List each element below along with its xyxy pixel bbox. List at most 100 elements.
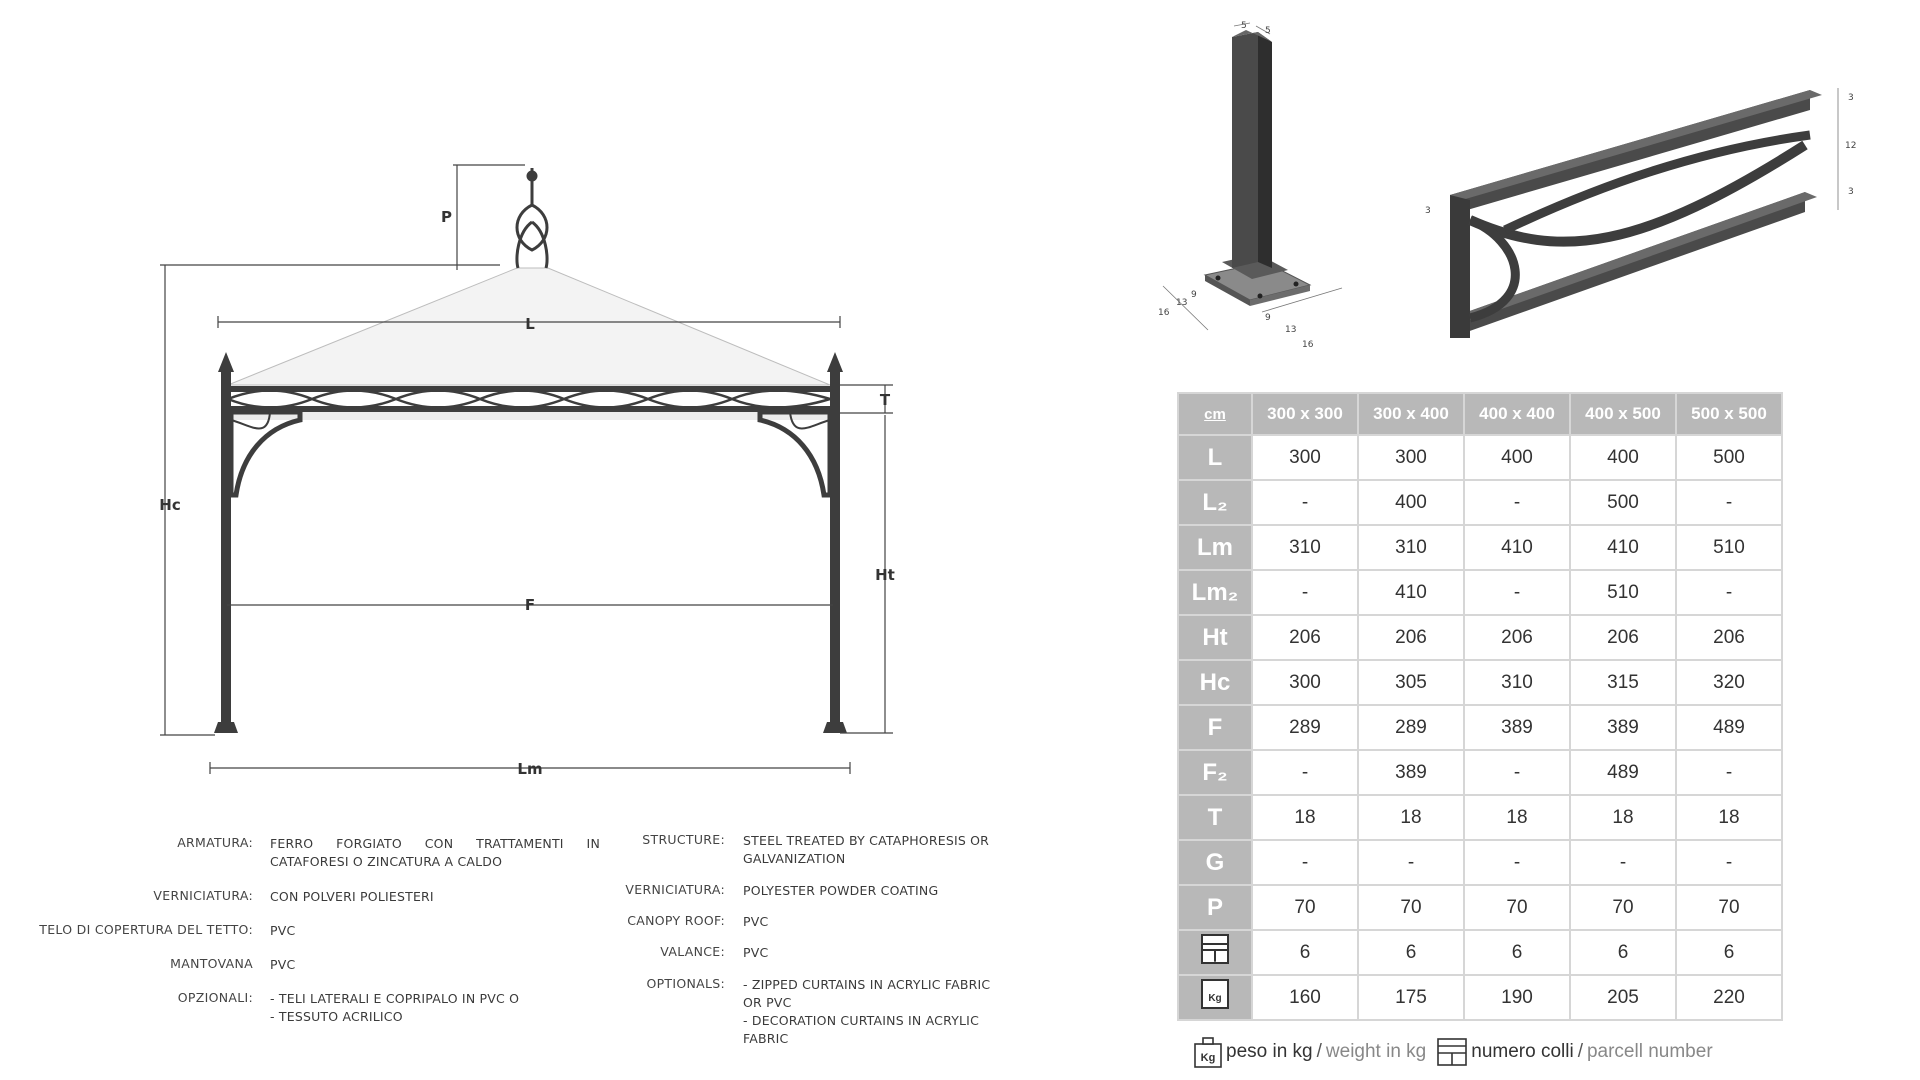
- beam-dim: 3: [1848, 93, 1854, 103]
- post-dim: 5: [1241, 21, 1247, 31]
- beam-dim: 12: [1845, 141, 1856, 151]
- table-cell: 70: [1569, 884, 1677, 931]
- table-cell: 18: [1357, 794, 1465, 841]
- table-cell: 18: [1463, 794, 1571, 841]
- table-cell: 310: [1251, 524, 1359, 571]
- dimension-lines: [160, 164, 893, 774]
- spec-key: OPZIONALI:: [177, 990, 253, 1005]
- table-cell: -: [1251, 749, 1359, 796]
- table-cell: -: [1357, 839, 1465, 886]
- spec-key: VERNICIATURA:: [625, 882, 725, 897]
- table-row: G-----: [1177, 839, 1783, 886]
- table-cell: 206: [1357, 614, 1465, 661]
- table-cell: 206: [1463, 614, 1571, 661]
- table-cell: -: [1569, 839, 1677, 886]
- table-row: F₂-389-489-: [1177, 749, 1783, 796]
- legend-parcel-en: parcell number: [1586, 1041, 1713, 1062]
- spec-key: CANOPY ROOF:: [627, 913, 725, 928]
- dim-label-l: L: [525, 315, 535, 333]
- table-cell: 300: [1251, 434, 1359, 481]
- spec-value: FERRO FORGIATO CON TRATTAMENTI IN CATAFO…: [270, 836, 600, 869]
- table-cell: 400: [1357, 479, 1465, 526]
- post-dim: 13: [1285, 325, 1296, 335]
- beam-section-drawing: 3 12 3 3: [1425, 88, 1856, 338]
- row-header: Hc: [1177, 659, 1253, 706]
- post-dim: 9: [1191, 290, 1197, 300]
- table-cell: 410: [1463, 524, 1571, 571]
- row-header: T: [1177, 794, 1253, 841]
- table-cell: -: [1251, 569, 1359, 616]
- table-cell: 400: [1463, 434, 1571, 481]
- table-cell: -: [1251, 839, 1359, 886]
- table-cell: 175: [1357, 974, 1465, 1021]
- table-cell: 70: [1251, 884, 1359, 931]
- table-cell: -: [1675, 569, 1783, 616]
- dim-label-hc: Hc: [159, 496, 180, 514]
- dim-label-ht: Ht: [875, 566, 895, 584]
- table-cell: 220: [1675, 974, 1783, 1021]
- table-cell: 18: [1675, 794, 1783, 841]
- table-cell: -: [1675, 749, 1783, 796]
- post-dim: 5: [1265, 26, 1271, 36]
- post-column-front: [1232, 32, 1258, 268]
- spec-value: PVC: [743, 945, 769, 960]
- legend-weight-en: weight in kg: [1325, 1041, 1427, 1062]
- table-cell: 6: [1463, 929, 1571, 976]
- weight-icon: Kg: [1201, 979, 1229, 1009]
- table-cell: 18: [1569, 794, 1677, 841]
- table-cell: -: [1463, 569, 1571, 616]
- dimensions-table: cm 300 x 300 300 x 400 400 x 400 400 x 5…: [1177, 392, 1783, 1021]
- row-header: Kg: [1177, 974, 1253, 1021]
- row-header: Lm: [1177, 524, 1253, 571]
- table-cell: 500: [1569, 479, 1677, 526]
- post-dim: 9: [1265, 313, 1271, 323]
- table-cell: 310: [1463, 659, 1571, 706]
- table-cell: 310: [1357, 524, 1465, 571]
- row-header: F: [1177, 704, 1253, 751]
- row-header: Ht: [1177, 614, 1253, 661]
- column-header: 400 x 500: [1569, 392, 1677, 436]
- dim-label-p: P: [441, 208, 452, 226]
- row-header: Lm₂: [1177, 569, 1253, 616]
- spec-value: PVC: [270, 957, 296, 972]
- table-cell: 289: [1251, 704, 1359, 751]
- table-cell: 510: [1569, 569, 1677, 616]
- dim-label-t: T: [880, 391, 891, 409]
- table-cell: 389: [1463, 704, 1571, 751]
- post-column-side: [1258, 32, 1272, 268]
- table-row: L₂-400-500-: [1177, 479, 1783, 526]
- row-header: G: [1177, 839, 1253, 886]
- table-cell: 206: [1675, 614, 1783, 661]
- post-base-drawing: 5 5 16 13 9 9 13 16: [1158, 21, 1343, 350]
- table-cell: 160: [1251, 974, 1359, 1021]
- table-cell: 300: [1357, 434, 1465, 481]
- gazebo-front-view-drawing: P Hc L T Ht F Lm: [159, 164, 895, 778]
- table-cell: 410: [1569, 524, 1677, 571]
- column-header: 500 x 500: [1675, 392, 1783, 436]
- parcel-icon: [1437, 1038, 1468, 1066]
- left-post: [214, 352, 303, 733]
- beam-dim: 3: [1848, 187, 1854, 197]
- row-header: [1177, 929, 1253, 976]
- table-cell: 206: [1251, 614, 1359, 661]
- table-cell: -: [1675, 839, 1783, 886]
- table-cell: 70: [1357, 884, 1465, 931]
- table-cell: 489: [1675, 704, 1783, 751]
- row-header: L: [1177, 434, 1253, 481]
- legend-parcel: numero colli / parcell number: [1436, 1037, 1713, 1067]
- table-cell: -: [1463, 839, 1571, 886]
- table-cell: -: [1463, 479, 1571, 526]
- table-cell: 300: [1251, 659, 1359, 706]
- table-cell: 6: [1569, 929, 1677, 976]
- table-cell: -: [1463, 749, 1571, 796]
- valance: [230, 410, 830, 420]
- post-dim: 13: [1176, 298, 1187, 308]
- spec-key: MANTOVANA: [170, 956, 253, 971]
